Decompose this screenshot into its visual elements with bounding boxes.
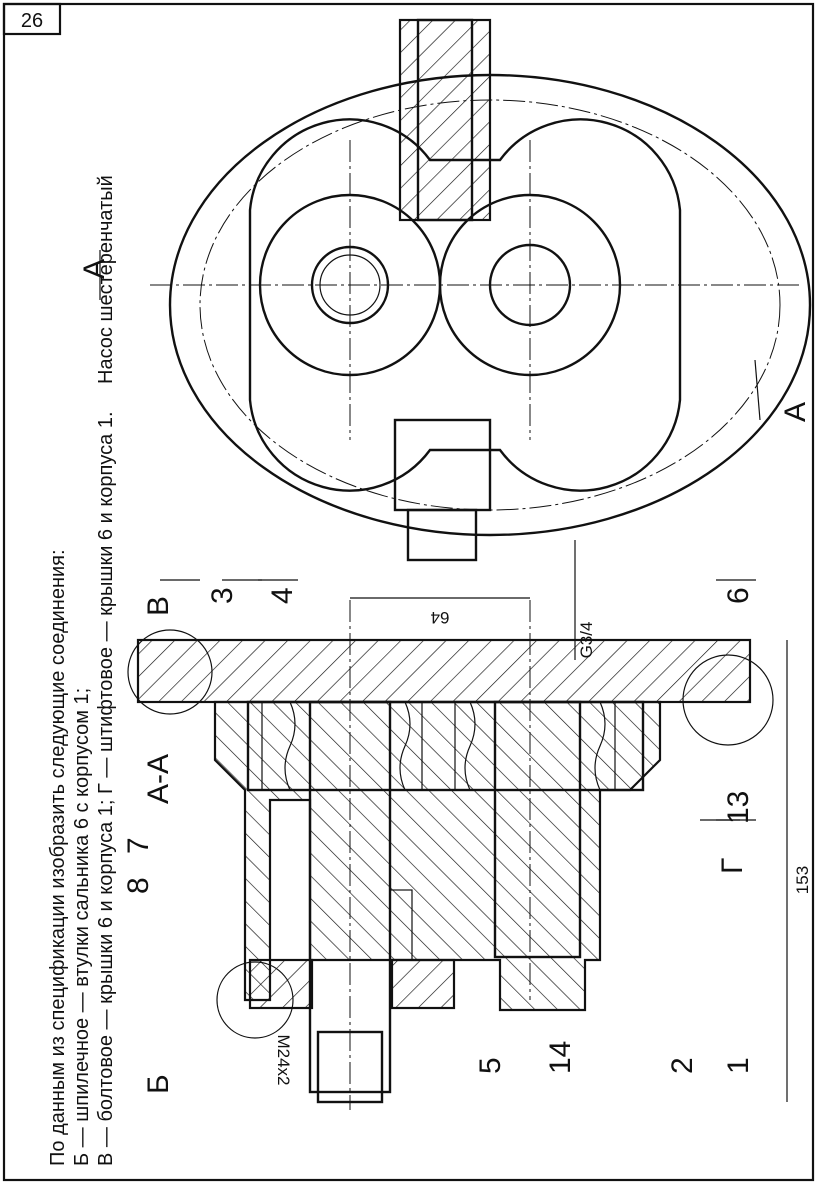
drawing-title: Насос шестеренчатый [95,175,117,384]
body-outline [248,118,682,492]
outlet-port [393,418,492,512]
callout-circle-b [216,961,294,1039]
section-view: 64 153 M24x2 G3/4 [127,540,812,1110]
section-arrow-bottom [754,359,761,421]
gear-tooth-wave [594,701,606,791]
callout-circle-g [682,654,774,746]
gear-tooth-wave [284,701,296,791]
inlet-pipe [398,18,492,222]
page-number-box [2,2,62,36]
callout-v: В [142,596,175,616]
gland-bushing [390,958,456,1010]
front-view [99,18,812,562]
section-label: А-А [142,754,175,804]
task-text: По данным из спецификации изобразить сле… [47,411,117,1166]
part-14: 14 [544,1041,577,1074]
part-4: 4 [266,587,299,604]
outlet-thread [406,508,478,562]
dim-153: 153 [793,866,812,894]
part-1: 1 [722,1057,755,1074]
front-view-marks: А А [78,259,812,422]
part-8: 8 [122,877,155,894]
gear-tooth-wave [399,701,411,791]
part-13: 13 [722,791,755,824]
gear-cavity [246,700,645,792]
part-5: 5 [474,1057,507,1074]
section-mark-top: А [78,259,111,279]
driven-shaft [493,700,582,959]
callout-circle-v [127,629,213,715]
callout-g: Г [716,858,749,874]
packing [389,889,413,961]
gland-bushing [248,958,314,1010]
dim-thread: M24x2 [274,1034,293,1085]
page-number: 26 [21,10,43,32]
inlet-bore [416,18,474,222]
part-7: 7 [122,837,155,854]
port-thread: G3/4 [577,622,596,659]
task-line-2: Б — шпилечное — втулки сальника 6 с корп… [71,688,93,1166]
title-group: Насос шестеренчатый [95,175,117,384]
pump-body [213,700,662,1012]
task-line-3: В — болтовое — крышки 6 и корпуса 1; Г —… [95,411,117,1166]
section-labels: Б А-А В Г 3 4 6 7 8 5 14 2 1 13 [122,587,755,1094]
dim-64: 64 [431,608,450,627]
callout-b: Б [142,1074,175,1094]
part-6: 6 [722,587,755,604]
task-line-1: По данным из спецификации изобразить сле… [47,549,69,1166]
part-3: 3 [206,587,239,604]
section-mark-bottom: А [779,402,812,422]
cover-plate [136,638,752,704]
part-2: 2 [666,1057,699,1074]
gear-tooth-wave [464,701,476,791]
